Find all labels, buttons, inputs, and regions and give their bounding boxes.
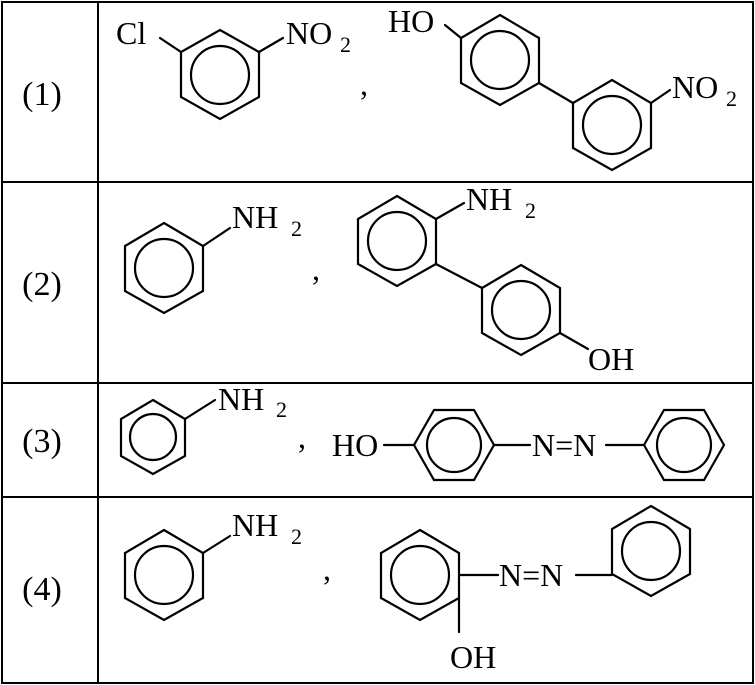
bond-nh2 [201,534,232,555]
hydroxy-label: HO [332,427,378,463]
aromatic-circle [366,210,428,272]
benzene-ring [179,28,261,121]
amino-label: NH [466,181,512,217]
aromatic-circle [133,237,195,299]
aromatic-circle [425,416,483,474]
row2-mol1-aniline: NH 2 [123,199,302,315]
row4-mol1-aniline: NH 2 [123,507,302,622]
nitro-label: NO [672,69,718,105]
nitro-label: NO [286,15,332,51]
bond-nh2 [201,226,232,248]
option-label-3: (3) [22,423,62,460]
aromatic-circle [128,412,178,462]
aromatic-circle [469,29,531,91]
aromatic-circle [581,94,643,156]
row3-mol2-para-hydroxyazobenzene: HO N=N [332,408,726,482]
bond-no2 [649,88,672,105]
amino-subscript: 2 [276,397,287,422]
azo-label: N=N [499,557,563,593]
hydroxy-label: HO [388,3,434,39]
bond-oh [558,331,590,351]
nitro-subscript: 2 [726,86,737,111]
phenyl-ring [610,504,692,598]
nitro-subscript: 2 [340,32,351,57]
aromatic-circle [655,416,713,474]
row3-mol1-aniline: NH 2 [119,381,287,476]
phenol-ring [480,263,562,357]
bond-nh2 [183,398,217,421]
option-label-1: (1) [22,76,62,113]
phenol-ring [379,528,461,622]
azo-label: N=N [532,427,596,463]
bond-cl [158,36,183,54]
aromatic-circle [189,44,251,106]
phenol-ring [459,13,541,107]
aniline-ring [356,194,438,288]
bond-nh2 [434,201,466,221]
biaryl-bond [434,262,484,290]
benzene-ring [123,528,205,622]
option-label-4: (4) [22,571,62,608]
row4-mol2-ortho-hydroxyazobenzene: N=N OH [379,504,692,675]
amino-subscript: 2 [525,198,536,223]
amino-label: NH [232,199,278,235]
phenyl-ring [642,408,726,482]
biaryl-bond [537,81,575,105]
aromatic-circle [620,520,682,582]
benzene-ring [123,221,205,315]
amino-subscript: 2 [291,524,302,549]
amino-label: NH [218,381,264,417]
aromatic-circle [389,544,451,606]
chloro-label: Cl [116,15,146,51]
row1-mol1-chloronitrobenzene: Cl NO 2 [116,15,351,121]
row1-separator: , [360,66,368,102]
row4-separator: , [323,551,331,587]
row2-mol2-amino-hydroxybiphenyl: NH 2 OH [356,181,634,377]
amino-subscript: 2 [291,216,302,241]
amino-label: NH [232,507,278,543]
hydroxy-label: OH [588,341,634,377]
hydroxy-label: OH [450,639,496,675]
nitro-ring [571,78,653,172]
row1-mol2-hydroxy-nitrobiphenyl: HO NO 2 [388,3,737,172]
aromatic-circle [133,544,195,606]
bond-oh [443,23,463,40]
row3-separator: , [298,419,306,455]
row2-separator: , [312,251,320,287]
option-label-2: (2) [22,266,62,303]
bond-no2 [257,36,285,54]
aromatic-circle [490,279,552,341]
